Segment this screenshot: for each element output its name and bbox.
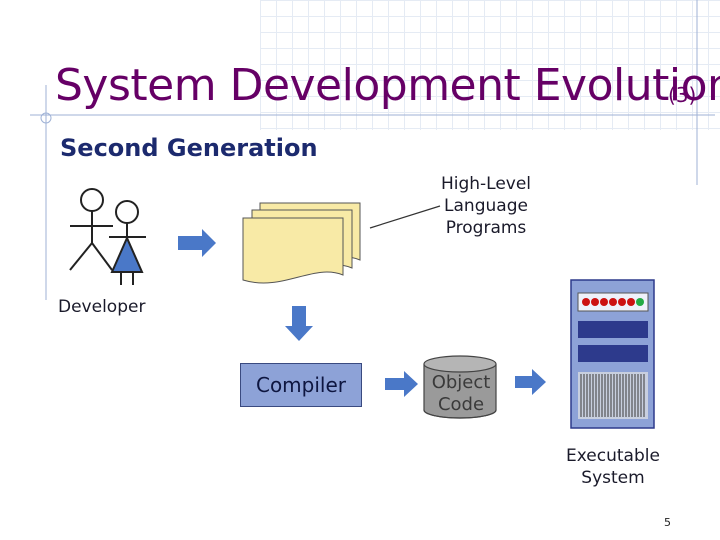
database-icon [423, 355, 497, 419]
label-line: Executable [566, 446, 660, 466]
label-line: Programs [445, 218, 527, 238]
accent-circle [40, 112, 52, 124]
label-pointer-line [369, 205, 441, 229]
page-title: System Development Evolution [55, 60, 720, 111]
object-code-label: Object Code [425, 372, 497, 416]
documents-icon [242, 202, 361, 284]
developer-label: Developer [58, 297, 146, 317]
arrow-right-icon [178, 229, 216, 257]
title-part-number: (3) [668, 83, 697, 107]
arrow-right-icon [515, 369, 546, 395]
arrow-down-icon [285, 306, 313, 341]
high-level-language-label: High-Level Language Programs [425, 173, 547, 239]
section-subtitle: Second Generation [60, 134, 318, 162]
label-line: System [581, 468, 645, 488]
compiler-box: Compiler [240, 363, 362, 407]
executable-system-label: Executable System [553, 445, 673, 489]
label-line: Language [444, 196, 528, 216]
arrow-right-icon [385, 371, 418, 397]
label-line: Code [437, 394, 485, 415]
label-line: Object [431, 372, 491, 393]
compiler-label: Compiler [255, 373, 347, 397]
server-icon [570, 279, 655, 429]
label-line: High-Level [440, 174, 532, 194]
background-grid [260, 0, 720, 130]
developer-figure-icon [69, 188, 146, 285]
page-number: 5 [664, 516, 671, 529]
